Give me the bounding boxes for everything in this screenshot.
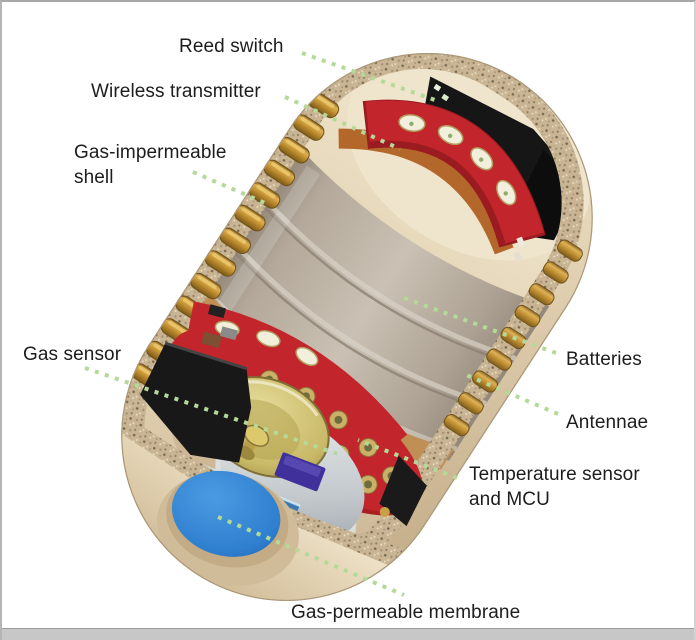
leader-temp-mcu [357, 438, 458, 480]
sensor-bracket [140, 343, 252, 463]
gas-permeable-membrane [156, 470, 299, 586]
label-wireless-transmitter: Wireless transmitter [91, 81, 261, 102]
bottom-divider-bar [2, 628, 694, 640]
label-batteries: Batteries [566, 349, 642, 370]
leader-membrane [217, 515, 405, 597]
label-gas-permeable-membrane: Gas-permeable membrane [291, 602, 521, 623]
label-reed-switch: Reed switch [179, 36, 284, 57]
label-temp-line1: Temperature sensor [469, 464, 640, 485]
batteries-stack [198, 144, 550, 461]
leader-lines [84, 51, 559, 597]
label-gas-impermeable-shell: Gas-impermeable shell [74, 140, 227, 190]
label-gas-sensor: Gas sensor [23, 344, 122, 365]
label-temperature-sensor-mcu: Temperature sensor and MCU [469, 462, 640, 512]
label-antennae: Antennae [566, 412, 649, 433]
leader-gas-sensor [84, 366, 339, 456]
leader-reed-switch [301, 51, 436, 102]
top-red-pcb [362, 99, 546, 263]
leader-antennae [463, 372, 559, 416]
leader-wireless-transmitter [284, 95, 401, 151]
label-shell-line1: Gas-impermeable [74, 142, 227, 163]
label-shell-line2: shell [74, 167, 114, 188]
leader-shell [192, 170, 266, 205]
label-temp-line2: and MCU [469, 489, 550, 510]
